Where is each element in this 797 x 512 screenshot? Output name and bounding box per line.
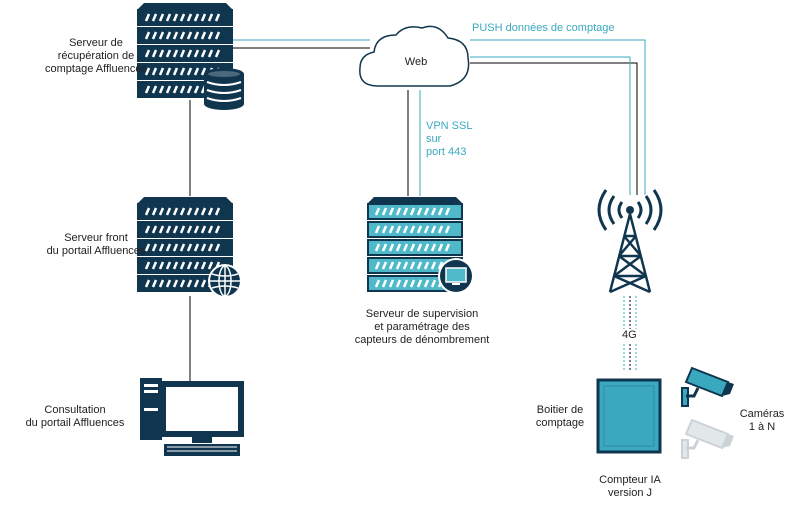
label-line: du portail Affluences [25, 417, 125, 429]
cell-tower-icon [597, 189, 663, 294]
counting-box-icon [596, 378, 662, 454]
label-line: comptage Affluences [45, 63, 147, 75]
cameras-label: Caméras 1 à N [732, 408, 792, 434]
edge-push-3 [470, 56, 631, 195]
push-label: PUSH données de comptage [472, 22, 615, 34]
label-line: Serveur front [64, 232, 128, 244]
vpn-label: VPN SSL sur port 443 [426, 120, 472, 159]
rack-unit [367, 203, 463, 220]
rack-unit [367, 221, 463, 238]
label-line: VPN SSL [426, 120, 473, 132]
label-line: Serveur de [69, 37, 123, 49]
rack-unit [137, 45, 233, 62]
server-rack-icon [137, 197, 233, 292]
globe-icon [208, 264, 242, 298]
camera-icon [681, 418, 734, 459]
label-line: capteurs de dénombrement [354, 334, 490, 346]
label-line: Boitier de [536, 404, 584, 416]
server-front-label: Serveur front du portail Affluences [20, 232, 172, 258]
consultation-label: Consultation du portail Affluences [0, 404, 150, 430]
cloud-icon [359, 25, 470, 87]
camera-icon [681, 366, 734, 407]
label-line: sur [426, 133, 442, 145]
monitor-icon [438, 258, 474, 294]
server-supervision-label: Serveur de supervision et paramétrage de… [340, 308, 504, 347]
server-recup-label: Serveur de récupération de comptage Affl… [20, 37, 172, 76]
label-line: récupération de [57, 50, 135, 62]
server-rack-icon [367, 197, 463, 292]
label-line: Compteur IA [599, 474, 661, 486]
edge-web-antenna [470, 62, 638, 195]
server-rack-icon [137, 3, 233, 98]
label-line: comptage [535, 417, 585, 429]
rack-unit [137, 239, 233, 256]
label-line: Caméras [739, 408, 785, 420]
label-line: et paramétrage des [374, 321, 470, 333]
label-line: 1 à N [748, 421, 776, 433]
label-line: port 443 [426, 146, 467, 158]
edge-push-2 [470, 39, 646, 195]
label-line: du portail Affluences [46, 245, 146, 257]
rack-unit [137, 257, 233, 274]
desktop-computer-icon [140, 378, 244, 456]
web-label: Web [404, 56, 428, 68]
rack-unit [137, 203, 233, 220]
boitier-label: Boitier de comptage [528, 404, 592, 430]
label-line: version J [607, 487, 653, 499]
rack-unit [137, 27, 233, 44]
rack-unit [137, 221, 233, 238]
fourg-label: 4G [620, 329, 639, 342]
rack-unit [137, 9, 233, 26]
compteur-label: Compteur IA version J [592, 474, 668, 500]
label-line: Serveur de supervision [365, 308, 479, 320]
rack-unit [367, 239, 463, 256]
rack-unit [367, 257, 463, 274]
label-line: Consultation [44, 404, 106, 416]
database-icon [204, 68, 244, 110]
